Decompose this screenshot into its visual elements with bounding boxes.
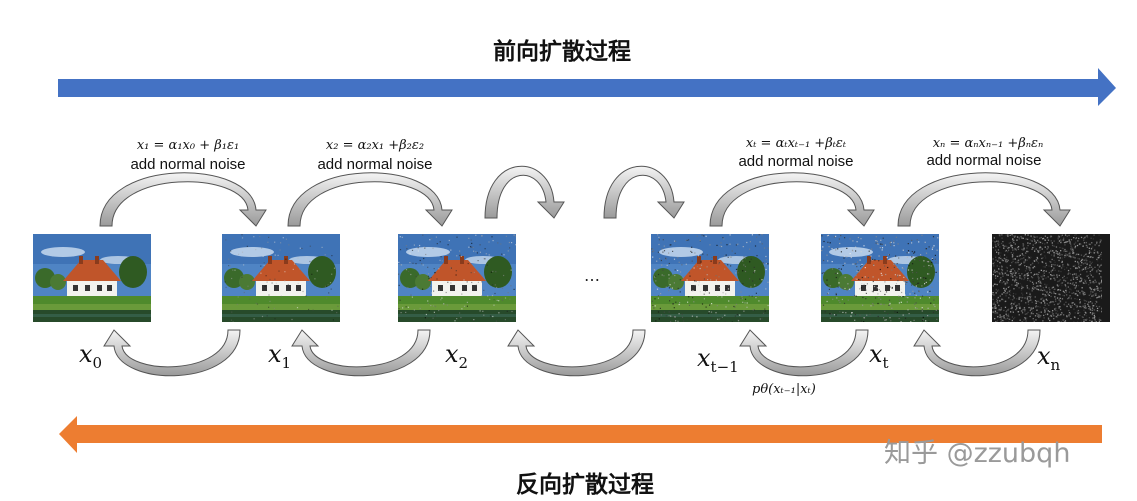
reverse-arc-5: [913, 329, 1041, 377]
reverse-arc-2: [291, 329, 431, 377]
note-x2: add normal noise: [317, 156, 433, 173]
note-xt: add normal noise: [738, 153, 854, 170]
image-x1: [222, 234, 340, 322]
forward-arc-3: [484, 166, 565, 219]
forward-arc-1: [99, 172, 267, 227]
image-xn: [992, 234, 1110, 322]
forward-arrow-shape: [58, 68, 1116, 106]
reverse-condition: pθ(xₜ₋₁|xₜ): [752, 382, 816, 397]
image-xt-1: [651, 234, 769, 322]
ellipsis: …: [584, 266, 600, 285]
label-xn: xn: [1037, 342, 1061, 374]
reverse-arc-4: [739, 329, 869, 377]
formula-xn: xₙ = αₙxₙ₋₁ +βₙεₙ: [932, 136, 1044, 151]
image-xt: [821, 234, 939, 322]
formula-x1: x₁ = α₁x₀ + β₁ε₁: [136, 138, 240, 153]
forward-arc-2: [287, 172, 453, 227]
label-xt: xt: [869, 340, 889, 372]
watermark: 知乎 @zzubqh: [884, 438, 1071, 469]
label-xt-1: xt−1: [697, 344, 739, 376]
forward-arc-6: [897, 172, 1071, 227]
label-x2: x2: [445, 340, 469, 372]
note-xn: add normal noise: [926, 152, 1042, 169]
reverse-arrow-shape: [59, 416, 1102, 453]
label-x1: x1: [268, 340, 292, 372]
forward-arc-4: [603, 166, 685, 219]
image-x2: [398, 234, 516, 322]
note-x1: add normal noise: [130, 156, 246, 173]
formula-xt: xₜ = αₜxₜ₋₁ +βₜεₜ: [745, 136, 847, 151]
label-x0: x0: [79, 340, 103, 372]
reverse-arc-1: [103, 329, 241, 377]
formula-x2: x₂ = α₂x₁ +β₂ε₂: [325, 138, 425, 153]
reverse-arc-3: [507, 329, 646, 377]
image-x0: [33, 234, 151, 322]
forward-process-title: 前向扩散过程: [493, 39, 631, 65]
forward-arc-5: [709, 172, 875, 227]
reverse-process-title: 反向扩散过程: [516, 472, 654, 498]
